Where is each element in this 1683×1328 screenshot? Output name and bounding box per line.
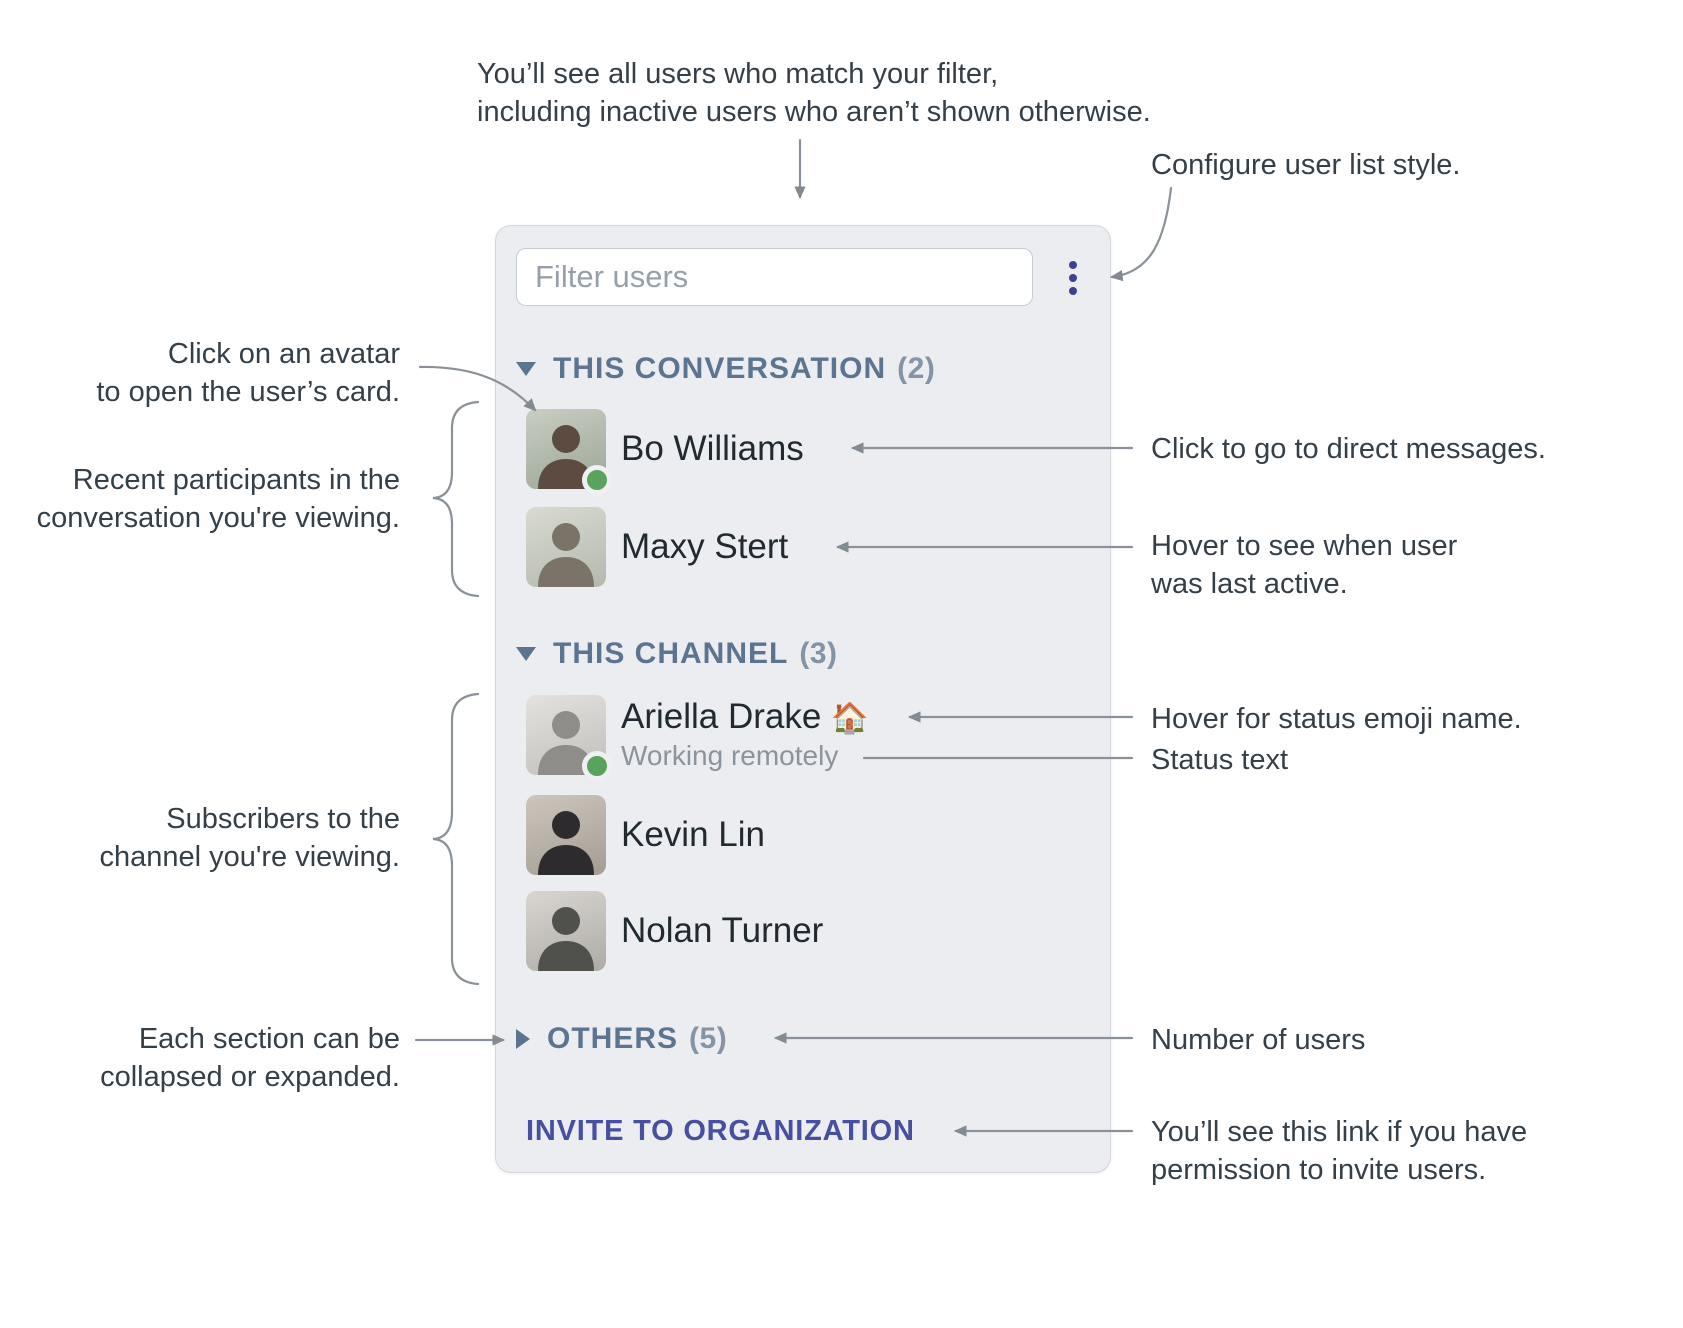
brace-recent-participants xyxy=(432,400,480,598)
status-emoji-icon[interactable]: 🏠 xyxy=(831,702,869,736)
avatar-bo-williams[interactable] xyxy=(526,409,612,495)
section-label: THIS CHANNEL xyxy=(553,637,789,670)
user-list-panel: THIS CONVERSATION (2) Bo Williams Maxy S… xyxy=(495,225,1111,1173)
annotation-filter-note: You’ll see all users who match your filt… xyxy=(477,58,1151,128)
user-row-maxy-stert: Maxy Stert xyxy=(526,507,788,587)
kebab-menu-icon xyxy=(1069,274,1077,282)
avatar-maxy-stert[interactable] xyxy=(526,507,606,587)
annotation-subscribers: Subscribers to the channel you're viewin… xyxy=(99,803,400,873)
section-count: (5) xyxy=(689,1022,728,1055)
chevron-down-icon xyxy=(516,647,536,661)
user-row-kevin-lin: Kevin Lin xyxy=(526,795,765,875)
annotation-invite-permission: You’ll see this link if you have permiss… xyxy=(1151,1116,1528,1186)
chevron-right-icon xyxy=(516,1029,530,1049)
user-name[interactable]: Nolan Turner xyxy=(621,910,824,950)
avatar-image xyxy=(526,507,606,587)
avatar-image xyxy=(526,891,606,971)
filter-users-input[interactable] xyxy=(516,248,1033,306)
annotation-direct-messages: Click to go to direct messages. xyxy=(1151,433,1546,465)
annotation-last-active: Hover to see when user was last active. xyxy=(1151,530,1458,600)
avatar-image xyxy=(526,795,606,875)
section-header-others[interactable]: OTHERS (5) xyxy=(516,1021,727,1057)
online-status-dot xyxy=(582,751,612,781)
kebab-menu-icon xyxy=(1069,261,1077,269)
annotation-avatar-card: Click on an avatar to open the user’s ca… xyxy=(96,338,400,408)
annotation-collapse-sections: Each section can be collapsed or expande… xyxy=(100,1023,400,1093)
user-name[interactable]: Kevin Lin xyxy=(621,814,765,854)
section-count: (3) xyxy=(799,637,838,670)
annotation-number-of-users: Number of users xyxy=(1151,1024,1366,1056)
section-header-this-conversation[interactable]: THIS CONVERSATION (2) xyxy=(516,351,935,387)
user-name[interactable]: Bo Williams xyxy=(621,428,804,468)
brace-subscribers xyxy=(432,692,480,986)
annotation-status-text: Status text xyxy=(1151,744,1289,776)
online-status-dot xyxy=(582,465,612,495)
section-label: THIS CONVERSATION xyxy=(553,352,887,385)
user-row-bo-williams: Bo Williams xyxy=(526,409,804,495)
user-name[interactable]: Maxy Stert xyxy=(621,526,789,566)
kebab-menu-icon xyxy=(1069,287,1077,295)
avatar-kevin-lin[interactable] xyxy=(526,795,606,875)
avatar-ariella-drake[interactable] xyxy=(526,695,612,781)
section-label: OTHERS xyxy=(547,1022,679,1055)
user-row-nolan-turner: Nolan Turner xyxy=(526,891,823,971)
chevron-down-icon xyxy=(516,362,536,376)
invite-to-organization-link[interactable]: INVITE TO ORGANIZATION xyxy=(526,1115,915,1147)
connector-configure-style-arrow xyxy=(1109,186,1173,282)
user-status-text: Working remotely xyxy=(621,740,839,772)
user-row-ariella-drake: Ariella Drake 🏠 Working remotely xyxy=(526,695,869,781)
avatar-nolan-turner[interactable] xyxy=(526,891,606,971)
section-count: (2) xyxy=(897,352,936,385)
annotation-recent-participants: Recent participants in the conversation … xyxy=(36,464,400,534)
user-list-menu-button[interactable] xyxy=(1049,253,1097,303)
annotation-configure-style: Configure user list style. xyxy=(1151,149,1461,181)
section-header-this-channel[interactable]: THIS CHANNEL (3) xyxy=(516,636,838,672)
user-name[interactable]: Ariella Drake xyxy=(621,697,822,737)
annotation-status-emoji: Hover for status emoji name. xyxy=(1151,703,1522,735)
